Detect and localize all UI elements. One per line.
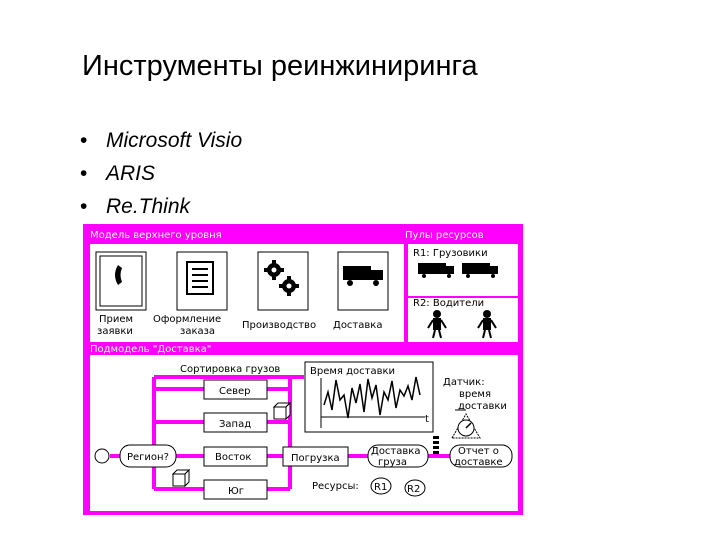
flow-lines [110, 375, 450, 491]
tool-item-label: Re.Think [106, 195, 191, 218]
process-receive [95, 251, 147, 311]
tool-item: •Re.Think [80, 195, 191, 218]
process-delivery [337, 251, 389, 311]
report-label-1: Отчет о [458, 446, 499, 457]
resource-token-r1 [370, 477, 392, 495]
label-register: Оформление [153, 314, 221, 325]
truck-icon [343, 266, 383, 286]
loading-label: Погрузка [291, 453, 340, 464]
truck-icon [418, 263, 454, 278]
resources-label: Ресурсы: [312, 481, 359, 492]
label-receive-2: заявки [97, 326, 133, 337]
gauge-icon [451, 413, 481, 439]
time-axis-label: t [425, 414, 429, 425]
region-north [203, 379, 268, 400]
driver-icon [477, 310, 497, 339]
process-register [176, 251, 228, 311]
region-south [203, 479, 268, 500]
submodel-label: Подмодель "Доставка" [90, 344, 211, 355]
sensor-label-1: Датчик: [443, 377, 485, 388]
pool-r2-area [408, 298, 518, 342]
pool-r1-label: R1: Грузовики [413, 248, 488, 259]
region-east-label: Восток [215, 452, 251, 463]
truck-icon [462, 263, 498, 278]
cargo-delivery-label-2: груза [378, 457, 407, 468]
region-decision-label: Регион? [127, 452, 169, 463]
process-production [257, 251, 309, 311]
tool-item-label: ARIS [106, 162, 156, 185]
resource-token-r2 [404, 479, 426, 497]
cargo-delivery-box [367, 444, 429, 468]
submodel-area [90, 355, 518, 511]
pool-r2-label: R2: Водители [413, 298, 484, 309]
report-label-2: доставке [454, 457, 503, 468]
slide-title: Инструменты реинжиниринга [82, 50, 478, 82]
sensor-label-3: доставки [458, 401, 507, 412]
resource-token-r2-label: R2 [407, 484, 420, 495]
report-box [449, 444, 513, 468]
resource-pools-label: Пулы ресурсов [405, 230, 484, 241]
gears-icon [264, 260, 299, 296]
start-node [94, 448, 110, 464]
tool-item: •Microsoft Visio [80, 129, 243, 152]
document-icon [186, 261, 214, 295]
label-receive: Прием [99, 314, 133, 325]
region-decision [119, 444, 177, 468]
cube-icon [171, 468, 191, 488]
phone-icon [115, 265, 122, 285]
delivery-time-trace [323, 376, 421, 419]
region-east [203, 446, 268, 467]
tool-item-label: Microsoft Visio [106, 129, 243, 152]
top-model-label: Модель верхнего уровня [90, 230, 222, 241]
region-west [203, 412, 268, 433]
stack-icon [433, 436, 439, 454]
cube-icon [272, 401, 292, 421]
region-west-label: Запад [219, 419, 251, 430]
tool-list: •Microsoft Visio •ARIS •Re.Think [80, 124, 242, 223]
delivery-time-label: Время доставки [310, 366, 395, 377]
label-register-2: заказа [180, 326, 215, 337]
sensor-label-2: время [459, 389, 491, 400]
tool-item: •ARIS [80, 162, 156, 185]
region-north-label: Север [219, 386, 251, 397]
label-delivery: Доставка [333, 320, 382, 331]
driver-icon [427, 310, 447, 339]
cargo-delivery-label-1: Доставка [371, 446, 420, 457]
loading-box [282, 446, 349, 467]
sorting-label: Сортировка грузов [180, 364, 280, 375]
resource-token-r1-label: R1 [374, 482, 387, 493]
label-production: Производство [242, 320, 316, 331]
region-south-label: Юг [228, 486, 244, 497]
